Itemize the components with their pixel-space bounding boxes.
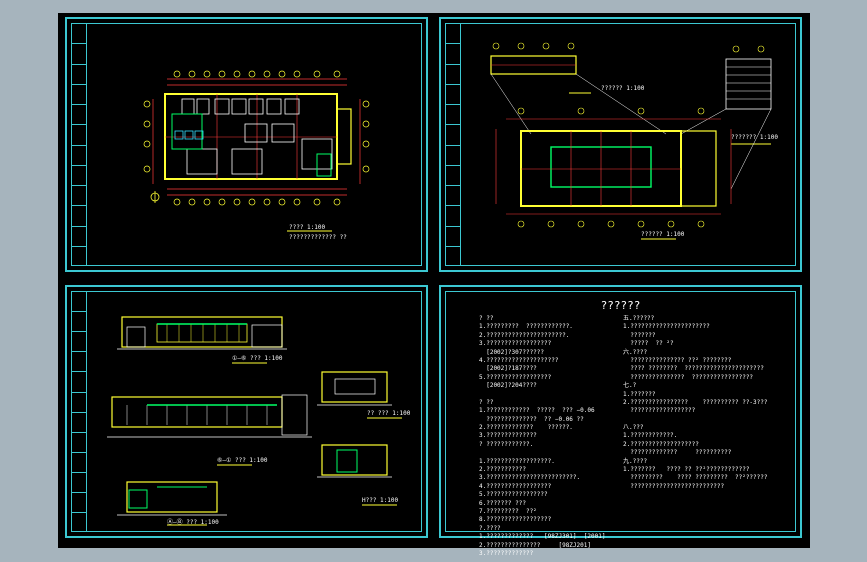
title-block-strip: [72, 24, 87, 265]
note-line: ??????????????????: [623, 407, 696, 415]
notes-right-column: 五.??????1.?????????????????????? ???????…: [623, 315, 768, 491]
note-line: 6.??????? ???: [479, 499, 526, 507]
note-line: [479, 391, 605, 399]
note-line: ????????? ???? ????????? ??²??????: [623, 474, 768, 482]
note-line: [623, 416, 768, 424]
elevation-3-label: Ⓐ—Ⓑ ??? 1:100: [167, 519, 219, 526]
roof-top-detail-label: ?????? 1:100: [601, 85, 645, 92]
note-line: ? ??: [479, 398, 494, 406]
note-line: 九.????: [623, 457, 648, 465]
note-line: [2002]?307??????: [479, 348, 545, 356]
note-line: ?????????????? ?? −0.06 ??: [479, 415, 584, 423]
note-line: 1.??????????????????????: [623, 323, 710, 331]
note-line: 1.????????? ????????????.: [479, 323, 573, 331]
note-line: 2.???????????????? ?????????? ??-3???: [623, 398, 768, 406]
note-line: 1.??????? ???? ?? ??²????????????: [623, 466, 750, 474]
sheet-roof-plan-border: [445, 23, 796, 266]
note-line: ???? ???????? ??????????????????????: [623, 365, 764, 373]
elevations-drawing: [107, 316, 402, 526]
note-line: 4.??????????????????: [479, 482, 552, 490]
note-line: ????????????? ??????????: [623, 449, 732, 457]
side-elevation-1-label: ?? ??? 1:100: [367, 410, 411, 417]
note-line: 1.???????: [623, 390, 656, 398]
note-line: ? ????????????.: [479, 440, 534, 448]
notes-left-column: ? ??1.????????? ????????????.2.?????????…: [479, 315, 605, 558]
note-line: ???????: [623, 331, 656, 339]
note-line: 2.???????????: [479, 466, 526, 474]
title-block-strip: [446, 24, 461, 265]
floor-plan-note-label: ????????????? ??: [289, 234, 347, 241]
cad-canvas[interactable]: ???? 1:100 ????????????? ??: [58, 13, 810, 557]
note-line: 7.????????? ??²: [479, 507, 537, 515]
note-line: ??????????????????????????: [623, 482, 725, 490]
notes-title: ??????: [600, 299, 641, 312]
note-line: ?.????: [479, 524, 501, 532]
sheet-design-notes[interactable]: ?????? ? ??1.????????? ????????????.2.??…: [439, 285, 802, 557]
sheet-design-notes-border: [445, 291, 796, 532]
note-line: 5.??????????????????: [479, 373, 552, 381]
note-line: 六.????: [623, 348, 648, 356]
note-line: 五.??????: [623, 315, 655, 322]
side-elevation-2-label: H??? 1:100: [362, 497, 399, 504]
sheet-floor-plan-border: [71, 23, 422, 266]
note-line: 1.????????????.: [623, 432, 678, 440]
note-line: 1.????????????? [98ZJ301] [2001]: [479, 533, 606, 541]
note-line: 七.?: [623, 382, 637, 390]
note-line: 2.???????????????????: [623, 440, 699, 448]
note-line: ??????????????? ??² ????????: [623, 356, 732, 364]
note-line: 3.??????????????????: [479, 340, 552, 348]
roof-right-detail-label: ??????? 1:100: [731, 134, 778, 141]
elevation-1-label: ①—⑥ ??? 1:100: [232, 355, 283, 362]
sheet-floor-plan[interactable]: ???? 1:100 ????????????? ??: [65, 17, 428, 272]
title-block-strip: [72, 292, 87, 531]
note-line: 八.???: [623, 424, 644, 432]
note-line: 3.??????????????: [479, 432, 537, 440]
note-line: 5.?????????????????: [479, 491, 548, 499]
note-line: ??????????????? ?????????????????: [623, 373, 754, 381]
sheet-elevations-border: [71, 291, 422, 532]
elevation-2-label: ⑥—① ??? 1:100: [217, 457, 268, 464]
note-line: [2002]?187????: [479, 365, 537, 373]
note-line: 2.????????????? ??????.: [479, 424, 573, 432]
note-line: 8.??????????????????: [479, 516, 552, 524]
roof-plan-drawing: [490, 42, 772, 240]
roof-main-label: ?????? 1:100: [641, 231, 685, 238]
note-line: 3.?????????????????????????.: [479, 474, 581, 482]
note-line: 2.??????????????? [98ZJ201]: [479, 541, 591, 549]
sheet-elevations[interactable]: ①—⑥ ??? 1:100 ⑥—① ??? 1:100 Ⓐ—Ⓑ ??? 1:10…: [65, 285, 428, 538]
sheet-roof-plan[interactable]: ?????? 1:100 ??????? 1:100 ?????? 1:100: [439, 17, 802, 272]
note-line: [479, 449, 605, 457]
note-line: [2002]?204????: [479, 382, 537, 390]
note-line: 1.???????????? ????? ??? −0.06: [479, 407, 595, 415]
note-line: 4.????????????????????: [479, 356, 559, 364]
note-line: 3.?????????????: [479, 549, 534, 557]
floor-plan-scale-label: ???? 1:100: [289, 224, 326, 231]
note-line: 1.??????????????????.: [479, 457, 555, 465]
note-line: ? ??: [479, 315, 494, 322]
note-line: ????? ?? ²?: [623, 340, 674, 348]
floor-plan-drawing: [143, 70, 370, 232]
note-line: 2.??????????????????????.: [479, 331, 570, 339]
